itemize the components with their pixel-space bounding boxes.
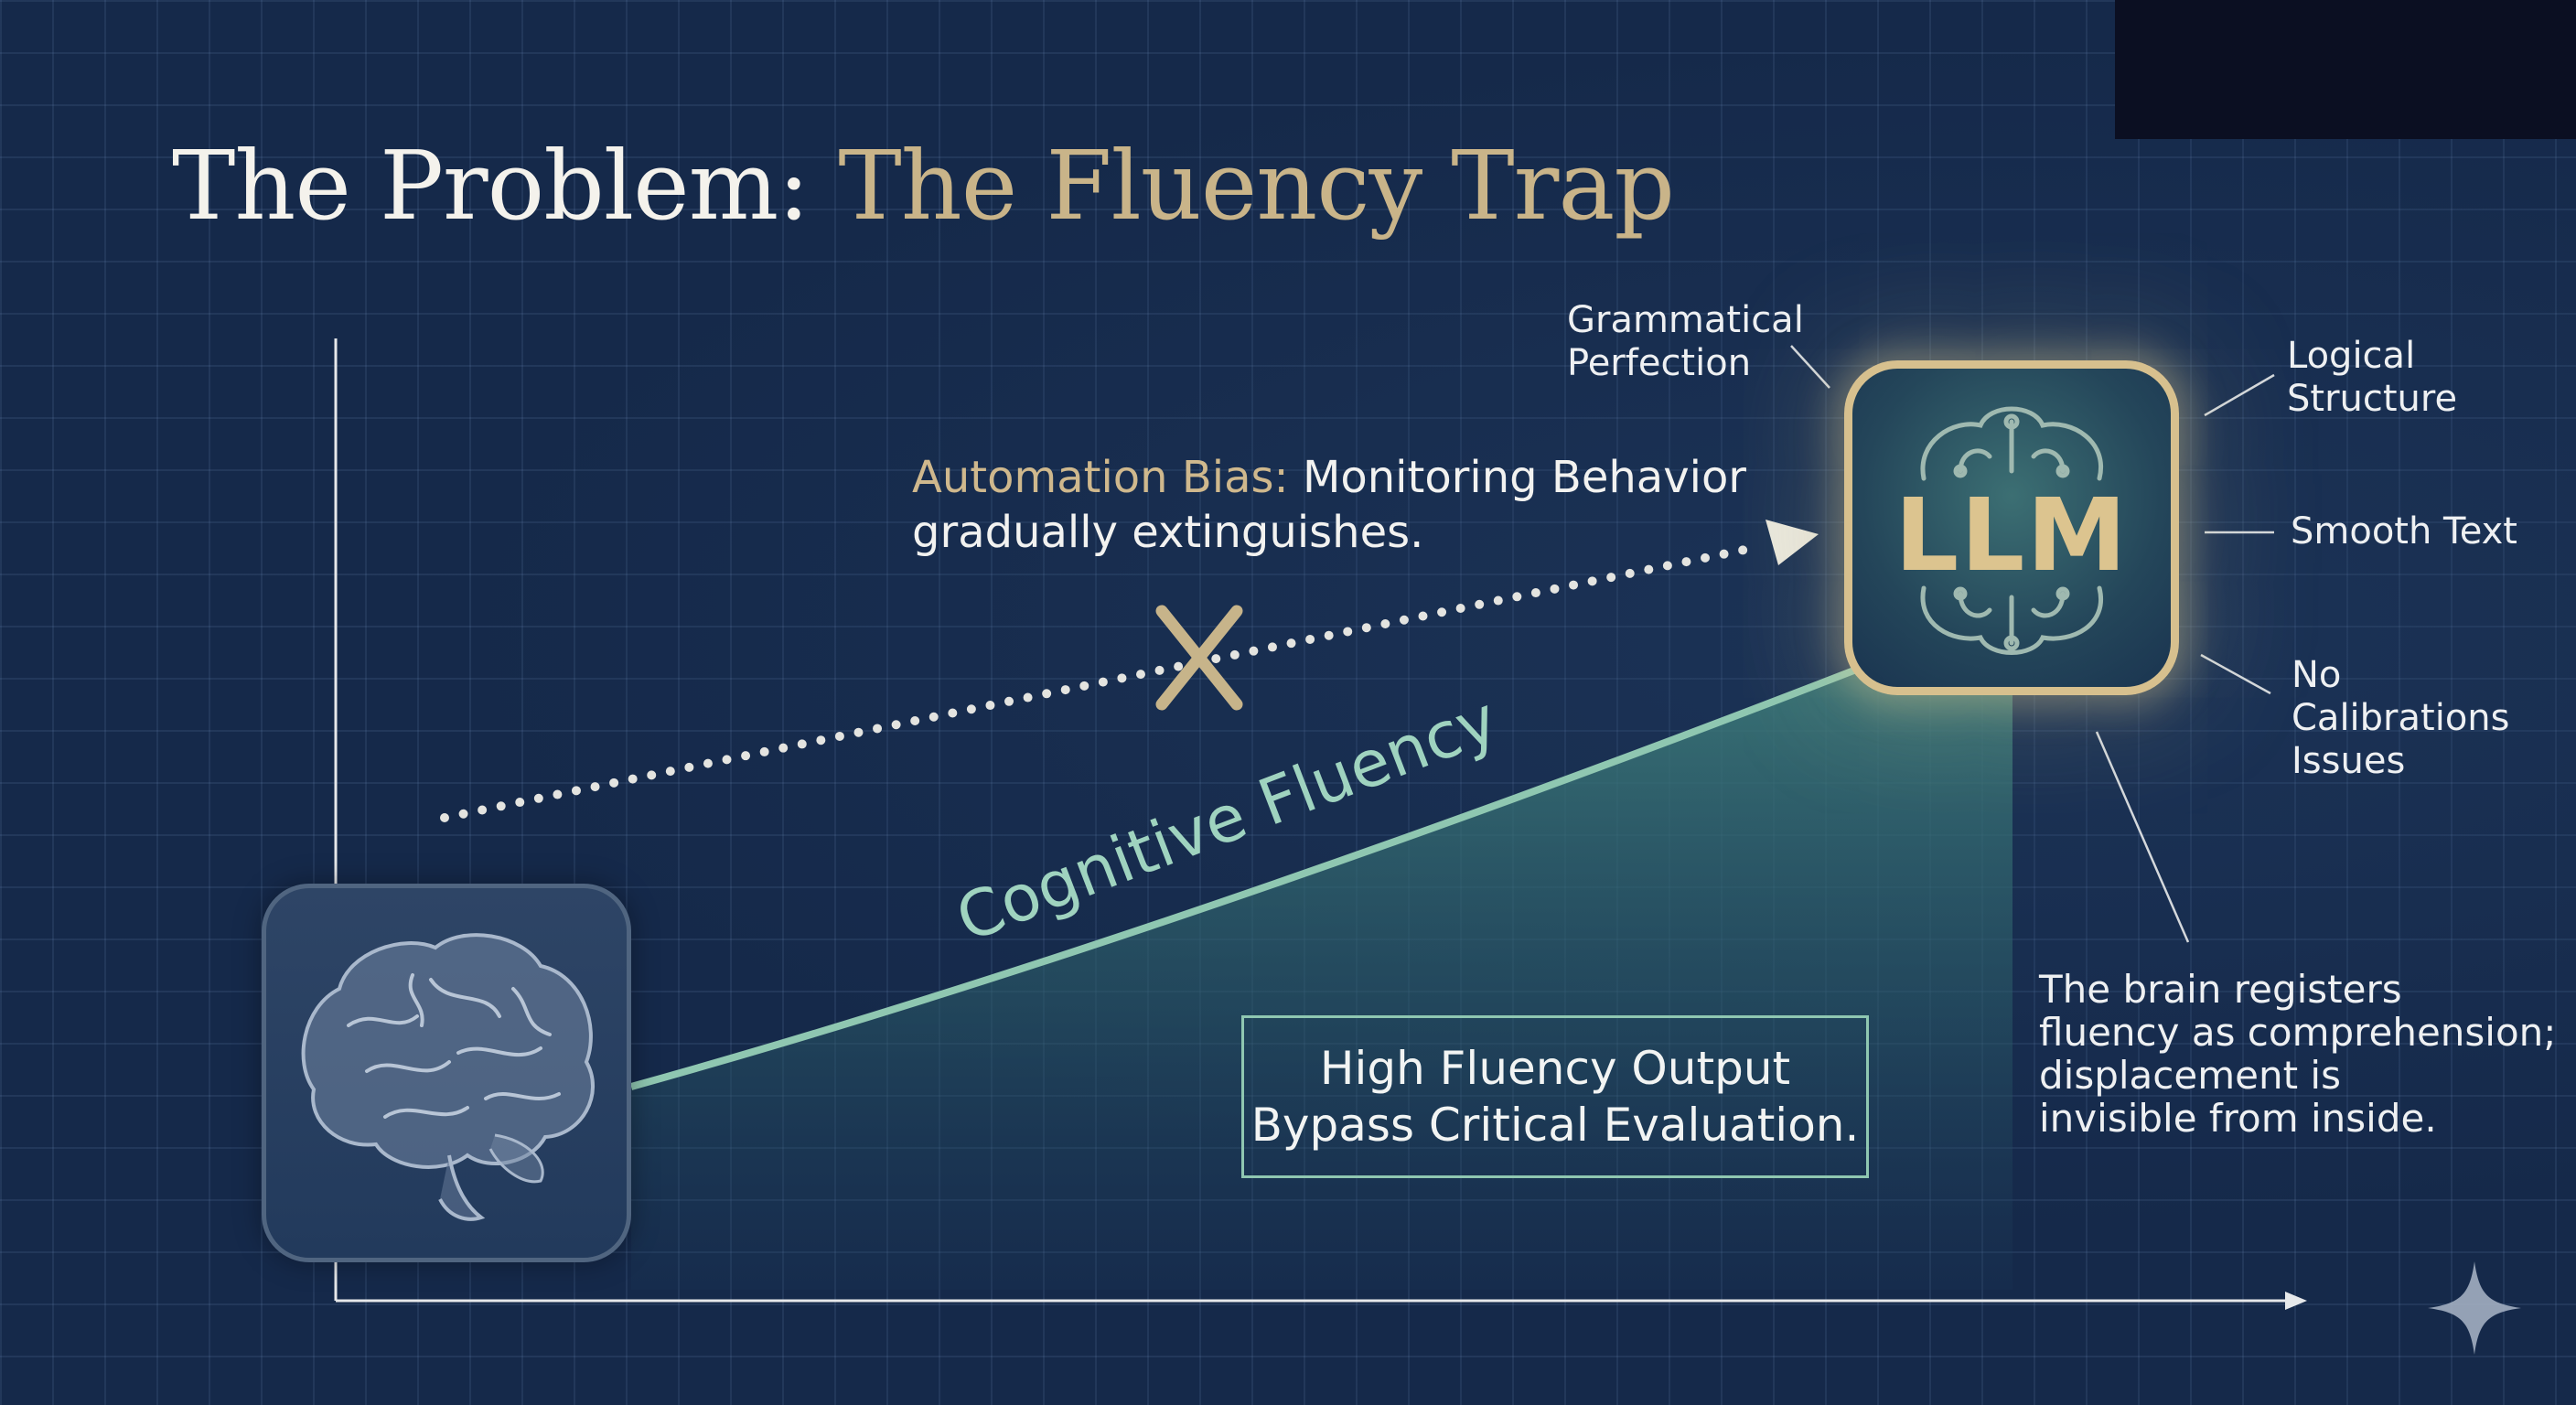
feature-smooth: Smooth Text xyxy=(2291,510,2517,553)
x-axis-arrowhead xyxy=(2285,1292,2307,1310)
note-line2: fluency as comprehension; xyxy=(2039,1010,2557,1055)
insight-note: The brain registers fluency as comprehen… xyxy=(2039,968,2556,1140)
feature-calibration-line2: Calibrations xyxy=(2292,697,2510,739)
monitoring-dotted-line xyxy=(440,544,1754,822)
note-line4: invisible from inside. xyxy=(2039,1096,2437,1141)
note-line3: displacement is xyxy=(2039,1053,2341,1098)
automation-bias-text: Automation Bias: Monitoring Behavior gra… xyxy=(912,450,1746,560)
monitoring-arrowhead xyxy=(1766,520,1819,565)
feature-calibration-line3: Issues xyxy=(2292,740,2406,782)
automation-bias-label: Automation Bias: xyxy=(912,452,1289,503)
sparkle-icon xyxy=(2428,1261,2521,1355)
llm-label: LLM xyxy=(1894,477,2129,594)
feature-grammatical-line2: Perfection xyxy=(1567,342,1752,384)
automation-bias-line1: Monitoring Behavior xyxy=(1302,452,1747,503)
title-main: The Problem: xyxy=(172,130,810,241)
callout-calibration xyxy=(2200,653,2271,695)
human-brain-box xyxy=(262,884,631,1262)
feature-calibration: No Calibrations Issues xyxy=(2292,654,2509,783)
feature-grammatical: Grammatical Perfection xyxy=(1567,299,1804,385)
output-box-line2: Bypass Critical Evaluation. xyxy=(1250,1099,1860,1152)
automation-bias-line2: gradually extinguishes. xyxy=(912,507,1424,558)
high-fluency-output-box: High Fluency Output Bypass Critical Eval… xyxy=(1241,1015,1869,1178)
corner-overlay xyxy=(2115,0,2576,139)
llm-brain-circuit-icon xyxy=(1920,406,2104,655)
callout-grammatical xyxy=(1790,345,1830,389)
callout-logical xyxy=(2204,373,2275,417)
note-line1: The brain registers xyxy=(2039,967,2402,1012)
callout-note xyxy=(2095,731,2190,943)
page-title: The Problem: The Fluency Trap xyxy=(172,130,1675,241)
feature-smooth-line: Smooth Text xyxy=(2291,510,2517,552)
output-box-line1: High Fluency Output xyxy=(1319,1042,1791,1095)
fluency-curve xyxy=(629,655,1886,1090)
human-brain-icon xyxy=(301,933,596,1221)
feature-calibration-line1: No xyxy=(2292,654,2342,696)
llm-icon-box: LLM xyxy=(1844,360,2179,695)
fluency-area xyxy=(631,659,2012,1290)
title-accent: The Fluency Trap xyxy=(838,130,1675,241)
feature-grammatical-line1: Grammatical xyxy=(1567,299,1804,341)
feature-logical-line2: Structure xyxy=(2287,378,2458,420)
feature-logical-line1: Logical xyxy=(2287,335,2416,377)
x-mark-icon xyxy=(1155,605,1243,711)
feature-logical: Logical Structure xyxy=(2287,335,2457,421)
